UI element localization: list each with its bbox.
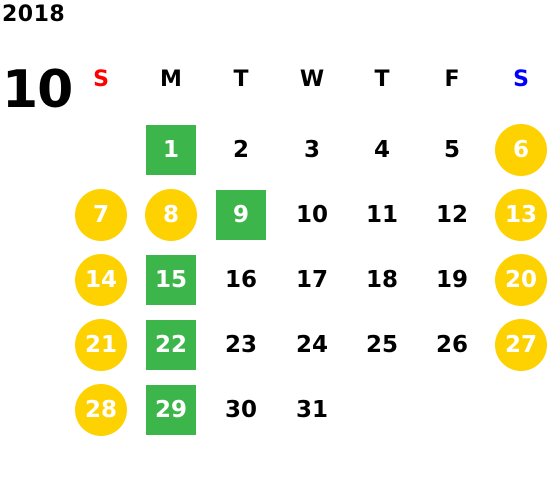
calendar-day[interactable]: 28 bbox=[75, 384, 127, 436]
weekday-label: T bbox=[233, 67, 249, 92]
calendar-day[interactable]: 21 bbox=[75, 319, 127, 371]
calendar-day[interactable]: 14 bbox=[75, 254, 127, 306]
calendar-day[interactable]: 19 bbox=[435, 267, 468, 293]
calendar-day[interactable]: 20 bbox=[495, 254, 547, 306]
calendar-day[interactable]: 4 bbox=[373, 137, 390, 163]
calendar-day[interactable]: 15 bbox=[146, 255, 196, 305]
calendar-day[interactable]: 29 bbox=[146, 385, 196, 435]
calendar-year: 2018 bbox=[2, 2, 66, 27]
calendar-day[interactable]: 7 bbox=[75, 189, 127, 241]
weekday-label: F bbox=[444, 67, 460, 92]
calendar-day[interactable]: 2 bbox=[232, 137, 249, 163]
calendar-day[interactable]: 13 bbox=[495, 189, 547, 241]
calendar-day[interactable]: 12 bbox=[435, 202, 468, 228]
calendar-day[interactable]: 23 bbox=[224, 332, 257, 358]
weekday-label: S bbox=[93, 67, 109, 92]
calendar-day[interactable]: 6 bbox=[495, 124, 547, 176]
calendar-day[interactable]: 1 bbox=[146, 125, 196, 175]
calendar-day[interactable]: 22 bbox=[146, 320, 196, 370]
calendar-day[interactable]: 10 bbox=[295, 202, 328, 228]
calendar-day[interactable]: 5 bbox=[443, 137, 460, 163]
weekday-label: M bbox=[160, 67, 182, 92]
calendar-day[interactable]: 24 bbox=[295, 332, 328, 358]
calendar-day[interactable]: 11 bbox=[365, 202, 398, 228]
weekday-label: W bbox=[299, 67, 325, 92]
calendar-month: 10 bbox=[2, 60, 73, 120]
calendar-day[interactable]: 16 bbox=[224, 267, 257, 293]
weekday-label: S bbox=[513, 67, 529, 92]
calendar-day[interactable]: 9 bbox=[216, 190, 266, 240]
calendar-day[interactable]: 25 bbox=[365, 332, 398, 358]
calendar-day[interactable]: 3 bbox=[303, 137, 320, 163]
calendar-day[interactable]: 27 bbox=[495, 319, 547, 371]
calendar-day[interactable]: 8 bbox=[145, 189, 197, 241]
calendar-day[interactable]: 18 bbox=[365, 267, 398, 293]
calendar-day[interactable]: 26 bbox=[435, 332, 468, 358]
calendar-day[interactable]: 30 bbox=[224, 397, 257, 423]
calendar-day[interactable]: 31 bbox=[295, 397, 328, 423]
weekday-label: T bbox=[374, 67, 390, 92]
calendar-day[interactable]: 17 bbox=[295, 267, 328, 293]
